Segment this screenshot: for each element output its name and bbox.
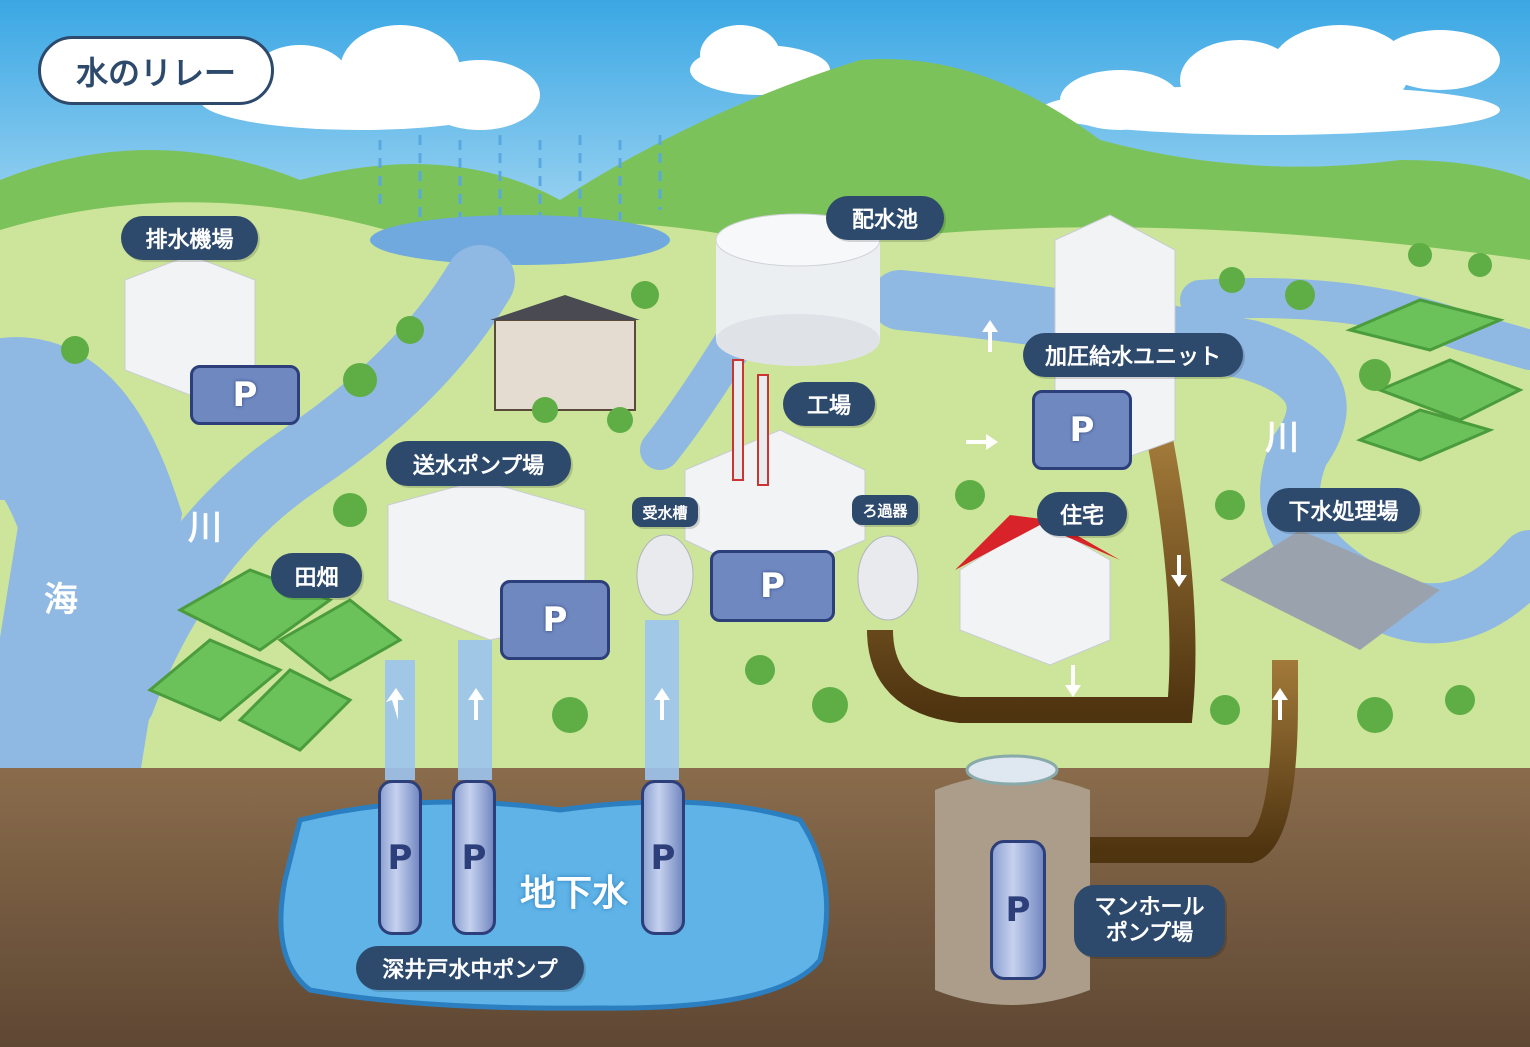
label-line: ポンプ場 (1105, 921, 1194, 946)
label-factory: 工場 (783, 382, 875, 426)
manhole-cover (965, 754, 1059, 786)
label-groundwater: 地下水 (520, 873, 629, 914)
chimney (757, 374, 769, 486)
label-sea: 海 (44, 580, 78, 620)
label-booster-unit: 加圧給水ユニット (1023, 333, 1243, 377)
label-drainage-pump-station: 排水機場 (121, 216, 258, 260)
label-filter: ろ過器 (852, 495, 918, 525)
label-river-right: 川 (1265, 418, 1299, 458)
rain (378, 135, 662, 230)
well-pipes (385, 620, 679, 780)
deep-well-pump-2: P (452, 780, 496, 935)
flow-arrows (386, 320, 1288, 720)
factory-pump: P (710, 550, 835, 622)
transmission-pump: P (500, 580, 610, 660)
deep-well-pump-1: P (378, 780, 422, 935)
chimney (732, 359, 744, 481)
label-sewage-plant: 下水処理場 (1267, 488, 1420, 532)
label-receiving-tank: 受水槽 (632, 497, 698, 527)
label-fields: 田畑 (271, 553, 362, 598)
label-water-pump-station: 送水ポンプ場 (386, 441, 571, 486)
sewage-pipes (867, 437, 1298, 863)
label-manhole-pump-station: マンホール ポンプ場 (1074, 885, 1225, 957)
booster-pump: P (1032, 390, 1132, 470)
label-deep-well-pump: 深井戸水中ポンプ (356, 946, 584, 990)
title-badge: 水のリレー (38, 36, 274, 105)
sewage-plant (1220, 530, 1440, 650)
label-house: 住宅 (1037, 492, 1127, 536)
label-river-left: 川 (188, 508, 222, 548)
receiving-tank (636, 534, 694, 616)
manhole-pump: P (990, 840, 1046, 980)
factory-building (684, 429, 866, 581)
filter-tank (857, 535, 919, 621)
drainage-pump: P (190, 365, 300, 425)
castle (494, 319, 636, 411)
trees (61, 243, 1492, 733)
dam-lake (370, 215, 670, 265)
deep-well-pump-3: P (641, 780, 685, 935)
label-line: マンホール (1094, 895, 1205, 920)
label-distribution-reservoir: 配水池 (826, 196, 944, 240)
